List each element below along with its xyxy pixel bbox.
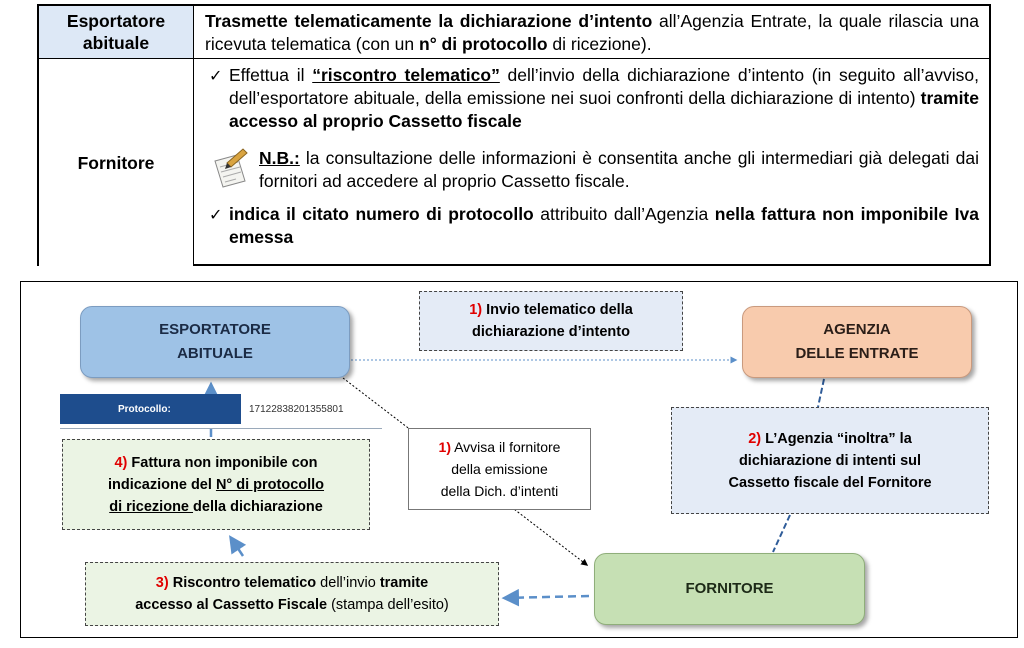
fornitore-label: Fornitore [77,152,155,173]
esportatore-box: ESPORTATORE ABITUALE [80,306,350,378]
esportatore-label-line2: abituale [82,33,150,53]
esportatore-text-2: di ricezione). [547,34,652,54]
step3-number: 3) [155,575,169,591]
step4-line3-underlined: di ricezione [109,498,194,515]
esportatore-box-line2: ABITUALE [177,345,253,362]
info-table: Esportatore abituale Trasmette telematic… [37,4,991,266]
protocol-value: 17122838201355801 [249,403,344,415]
fornitore-bullet-2: ✓ indica il citato numero di protocollo … [205,203,979,249]
step2-line2: dichiarazione di intenti sul [738,452,922,469]
step1-invio-line2: dichiarazione d’intento [472,324,630,340]
step1-avvisa-line3: della Dich. d’intenti [440,483,559,499]
agenzia-box-line2: DELLE ENTRATE [795,345,919,362]
step4-line1: Fattura non imponibile con [127,454,318,471]
step1-invio-number: 1) [469,302,483,318]
nb-label: N.B.: [259,148,300,168]
step1-avvisa-number: 1) [438,439,451,455]
esportatore-bold-1: Trasmette telematicamente la dichiarazio… [205,11,653,31]
bullet1-bold-end: tramite accesso al proprio Cassetto fisc… [229,88,979,131]
bullet2-bold-1: indica il citato numero di protocollo [229,204,534,224]
step4-line3-post: della dichiarazione [193,498,323,515]
step1-invio-note: 1) Invio telematico della dichiarazione … [419,291,683,351]
bullet1-pre: Effettua il [229,65,313,85]
connector-agenzia-step2 [817,378,825,408]
step1-avvisa-line1: Avvisa il fornitore [450,439,561,455]
bullet2-mid: attribuito dall’Agenzia [533,204,715,224]
bullet2-bold-2: nella fattura non imponibile Iva emessa [229,204,979,247]
esportatore-box-line1: ESPORTATORE [159,321,271,338]
esportatore-bold-2: n° di protocollo [419,34,548,54]
step3-text1: dell’invio [316,575,380,591]
check-icon: ✓ [209,66,223,85]
step1-avvisa-line2: della emissione [451,461,548,477]
step2-line1: L’Agenzia “inoltra” la [761,430,912,447]
fornitore-bullet-1: ✓ Effettua il “riscontro telematico” del… [205,64,979,133]
esportatore-description: Trasmette telematicamente la dichiarazio… [195,6,989,58]
step3-bold1: Riscontro telematico [168,575,317,591]
protocol-label: Protocollo: [60,394,241,424]
bullet1-highlight: “riscontro telematico” [312,65,500,85]
agenzia-box: AGENZIA DELLE ENTRATE [742,306,972,378]
esportatore-label-line1: Esportatore [66,11,166,31]
step3-bold3: accesso al Cassetto Fiscale [135,597,328,613]
flow-diagram: Protocollo: 17122838201355801 ESPORTATOR… [20,281,1018,638]
step3-note: 3) Riscontro telematico dell’invio trami… [85,562,499,626]
esportatore-label-cell: Esportatore abituale [39,6,194,58]
bullet1-mid: dell’invio della dichiarazione d’intento… [229,65,979,108]
row-divider [39,58,989,59]
step2-line3: Cassetto fiscale del Fornitore [728,474,932,491]
step3-bold2: tramite [379,575,429,591]
step2-number: 2) [748,430,762,447]
agenzia-box-line1: AGENZIA [823,321,891,338]
nb-note: N.B.: la consultazione delle informazion… [205,147,979,193]
arrow-step3-step4 [229,535,247,557]
step4-line2-underlined: N° di protocollo [215,476,325,493]
connector-step2-fornitore [772,514,791,553]
fornitore-box-label: FORNITORE [685,580,774,597]
check-icon: ✓ [209,205,223,224]
step4-number: 4) [114,454,128,471]
arrow-riscontro [501,588,590,607]
fornitore-box: FORNITORE [594,553,865,625]
step2-note: 2) L’Agenzia “inoltra” la dichiarazione … [671,407,989,514]
fornitore-description: ✓ Effettua il “riscontro telematico” del… [195,59,989,266]
protocol-strip: Protocollo: 17122838201355801 [60,392,382,429]
step1-invio-line1: Invio telematico della [482,302,633,318]
step4-line2-pre: indicazione del [107,476,216,493]
step1-avvisa-note: 1) Avvisa il fornitore della emissione d… [408,428,591,510]
esportatore-text-1: all’Agenzia Entrate, la quale rilascia u… [205,11,979,54]
note-pencil-icon [214,148,248,188]
nb-text: la consultazione delle informazioni è co… [259,148,979,191]
step4-note: 4) Fattura non imponibile con indicazion… [62,439,370,530]
fornitore-label-cell: Fornitore [39,59,194,266]
step3-text2: (stampa dell’esito) [327,597,449,613]
